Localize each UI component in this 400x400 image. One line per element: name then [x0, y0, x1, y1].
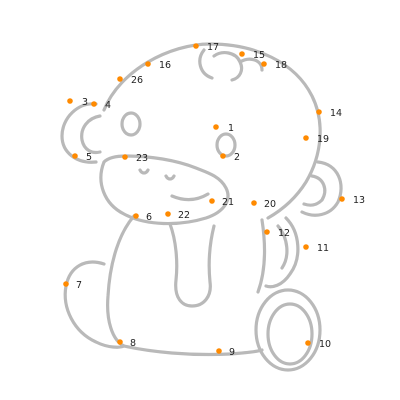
monkey-outline [60, 42, 343, 372]
dot-22-label: 22 [178, 210, 190, 221]
dot-10-label: 10 [319, 339, 331, 350]
dot-21-label: 21 [222, 197, 234, 208]
dot-19-label: 19 [317, 134, 329, 145]
dot-13-label: 13 [353, 195, 365, 206]
smile [170, 192, 210, 202]
dot-18-label: 18 [275, 60, 287, 71]
dot-15-marker[interactable] [239, 51, 245, 57]
left-ear-outer [60, 102, 98, 164]
dot-22-marker[interactable] [165, 211, 171, 217]
dot-7-label: 7 [76, 280, 82, 291]
dot-14-label: 14 [330, 108, 342, 119]
dot-6-marker[interactable] [133, 213, 139, 219]
left-ear-inner [80, 114, 102, 155]
dot-12-label: 12 [278, 228, 290, 239]
dot-8-marker[interactable] [117, 339, 123, 345]
nostrils [138, 168, 176, 181]
dot-3-label: 3 [82, 97, 88, 108]
right-eye [215, 132, 237, 158]
dot-11-marker[interactable] [303, 244, 309, 250]
dot-1-label: 1 [228, 123, 234, 134]
right-ear-inner [302, 174, 327, 207]
right-foot-pad [266, 302, 314, 366]
dot-26-label: 26 [131, 75, 143, 86]
dot-6-label: 6 [146, 212, 152, 223]
dot-17-label: 17 [207, 42, 219, 53]
dot-2-marker[interactable] [220, 153, 226, 159]
dot-9-label: 9 [229, 347, 235, 358]
dot-10-marker[interactable] [305, 340, 311, 346]
dot-4-marker[interactable] [91, 101, 97, 107]
dot-15-label: 15 [253, 50, 265, 61]
dot-3-marker[interactable] [67, 98, 73, 104]
dot-1-marker[interactable] [213, 124, 219, 130]
hair-tuft [198, 48, 264, 82]
dot-16-marker[interactable] [145, 61, 151, 67]
muzzle-outline [99, 154, 230, 226]
dot-23-label: 23 [136, 153, 148, 164]
dot-26-marker[interactable] [117, 76, 123, 82]
right-foot [254, 288, 322, 372]
belly-bottom [122, 344, 264, 357]
dot-12-marker[interactable] [264, 229, 270, 235]
dot-17-marker[interactable] [193, 43, 199, 49]
dot-9-marker[interactable] [216, 348, 222, 354]
dot-4-label: 4 [105, 100, 111, 111]
dot-13-marker[interactable] [339, 196, 345, 202]
dot-23-marker[interactable] [122, 154, 128, 160]
dot-11-label: 11 [317, 243, 329, 254]
right-ear-outer [300, 160, 343, 217]
arm-inner-line [168, 222, 216, 308]
dot-20-label: 20 [264, 199, 276, 210]
dot-14-marker[interactable] [316, 109, 322, 115]
tail [264, 216, 300, 289]
dot-5-label: 5 [86, 152, 92, 163]
dot-21-marker[interactable] [209, 198, 215, 204]
head-outline [102, 42, 322, 220]
left-leg [63, 260, 126, 349]
dot-2-label: 2 [234, 152, 240, 163]
right-body-side [256, 218, 267, 294]
left-arm [106, 214, 136, 348]
left-eye [120, 111, 142, 137]
dot-19-marker[interactable] [303, 135, 309, 141]
dot-5-marker[interactable] [72, 153, 78, 159]
dot-18-marker[interactable] [261, 61, 267, 67]
dot-7-marker[interactable] [63, 281, 69, 287]
dot-16-label: 16 [159, 60, 171, 71]
dot-8-label: 8 [130, 338, 136, 349]
dot-20-marker[interactable] [251, 200, 257, 206]
tail-inner [276, 224, 289, 270]
